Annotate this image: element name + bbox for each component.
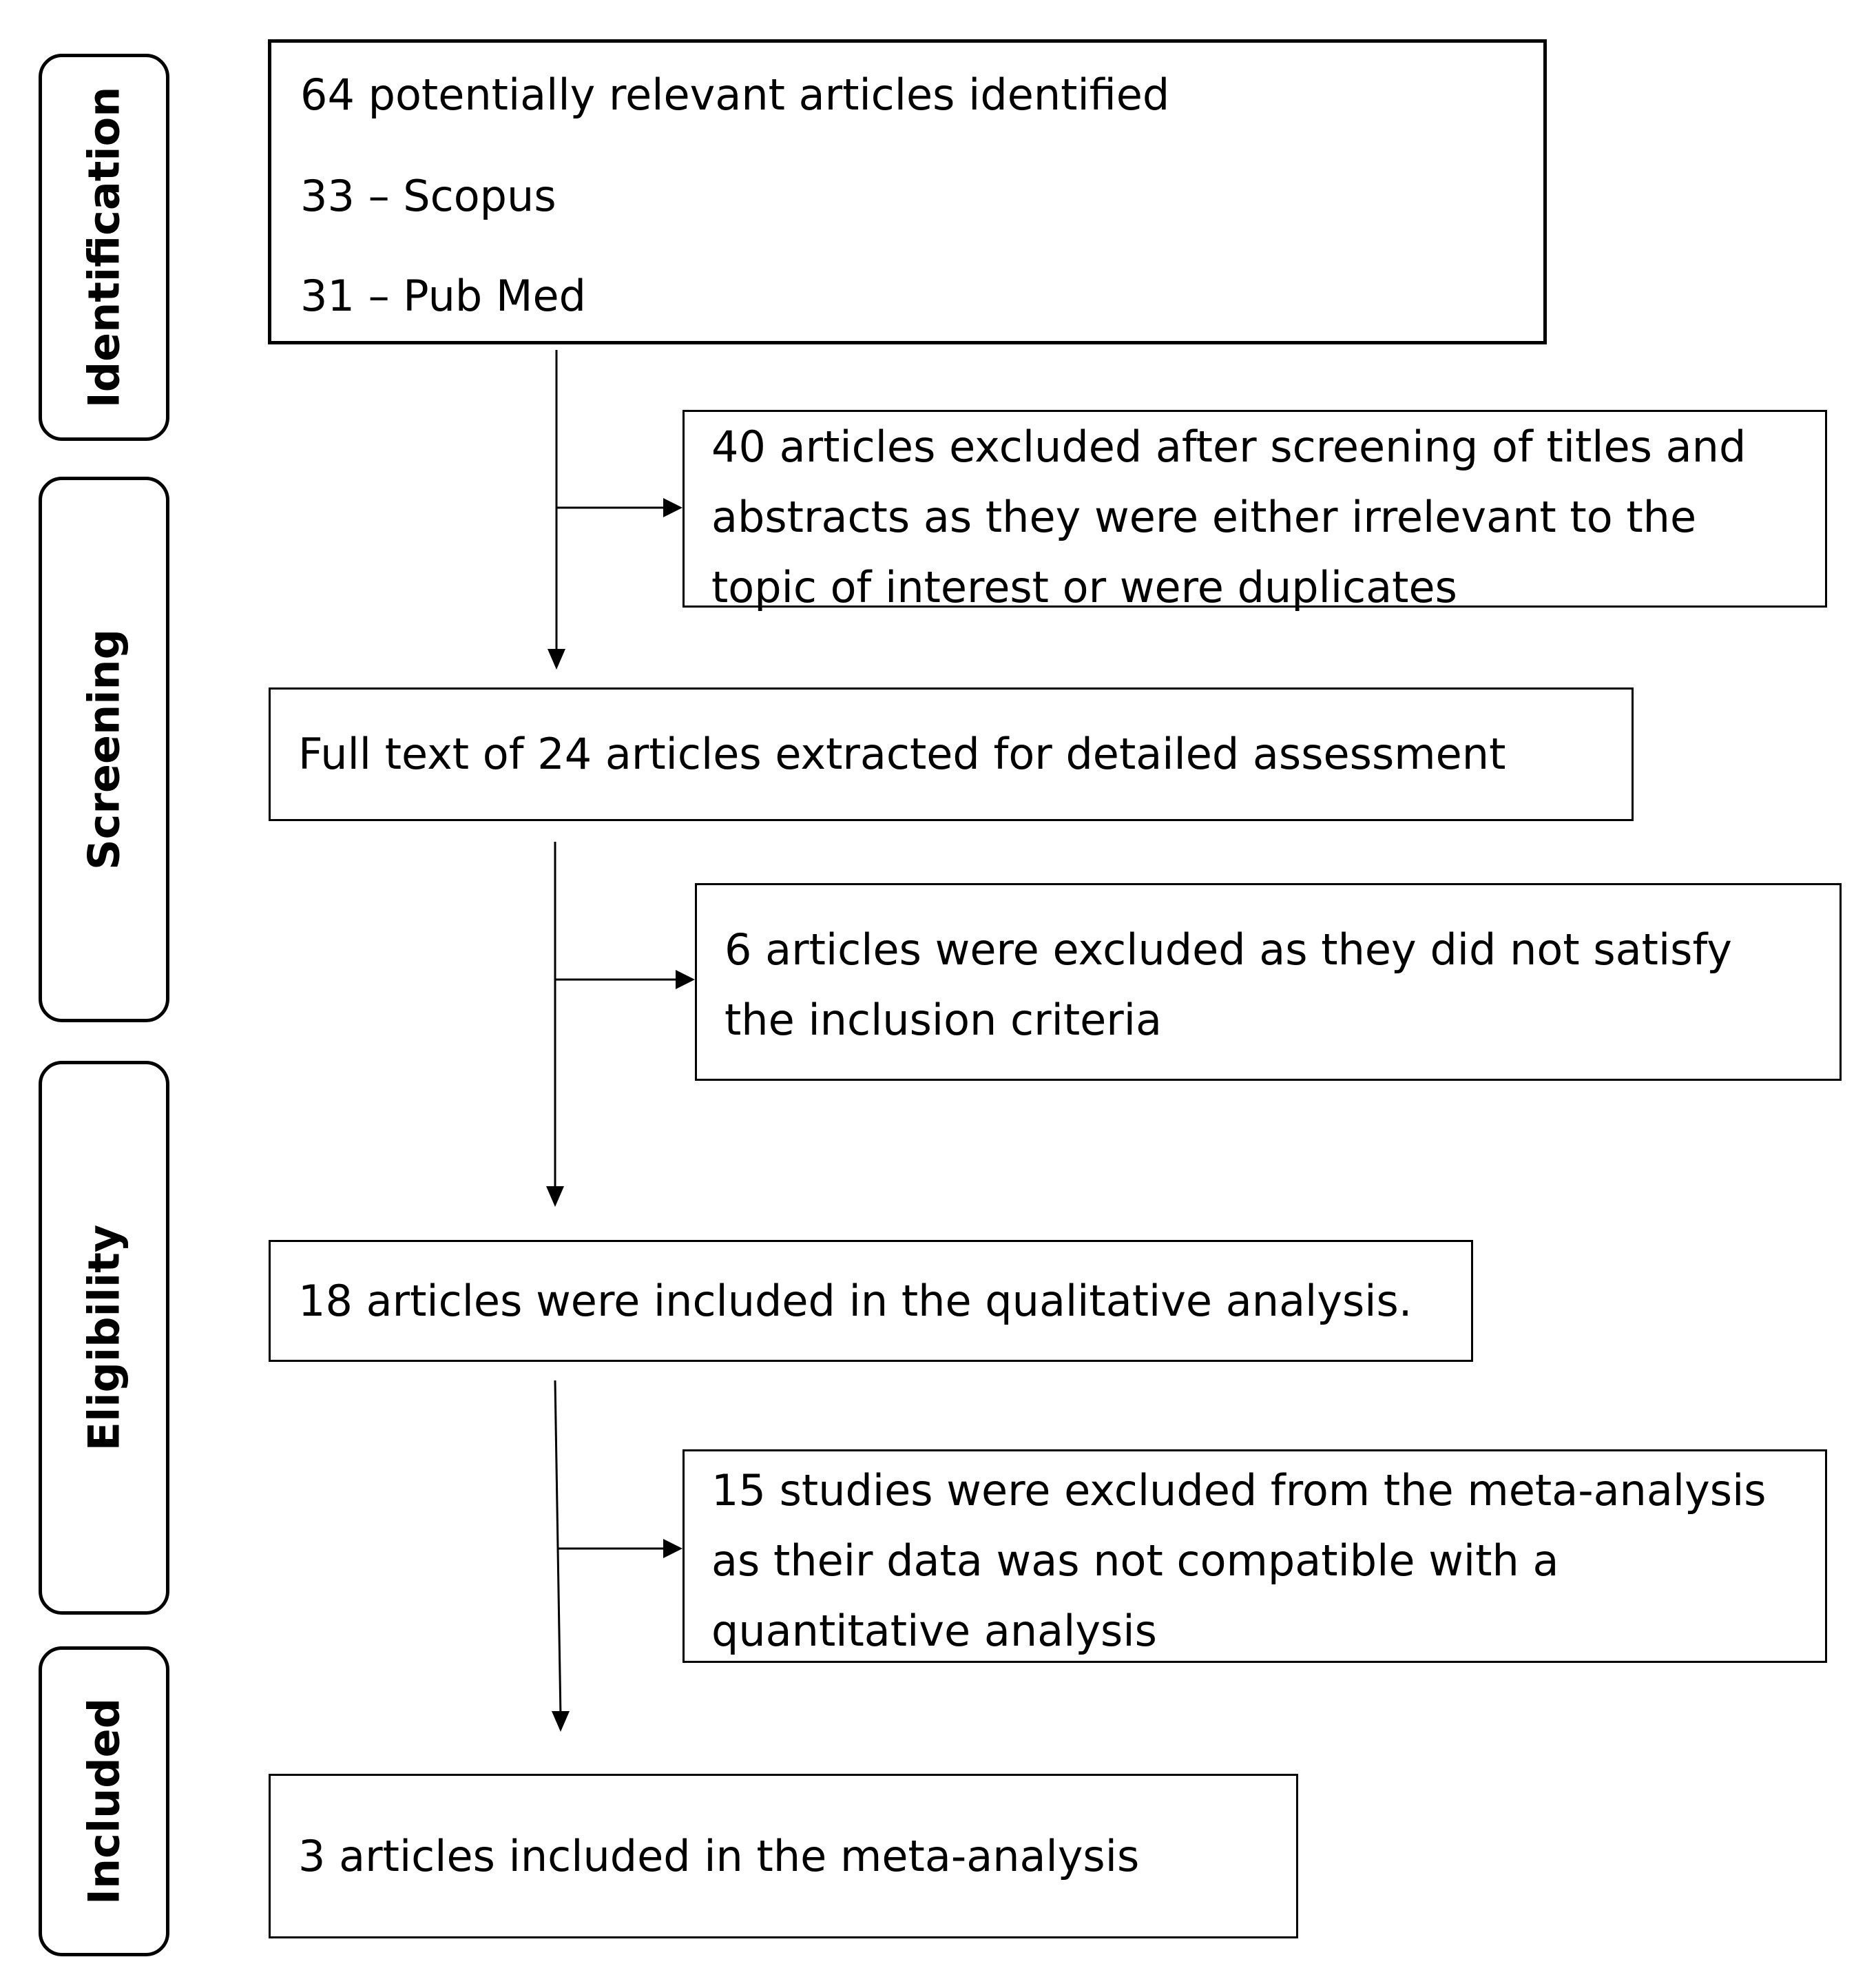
box-excluded-screening-line-3: topic of interest or were duplicates [711, 562, 1457, 612]
arrowhead-right-3 [663, 1539, 682, 1558]
box-identified-line-2: 33 – Scopus [300, 171, 556, 221]
box-excluded-eligibility-line-2: the inclusion criteria [725, 995, 1163, 1045]
phase-tab-screening: Screening [39, 477, 169, 1022]
arrowhead-right-1 [663, 498, 682, 517]
box-excluded-meta-line-1: 15 studies were excluded from the meta-a… [711, 1465, 1766, 1515]
box-qualitative: 18 articles were included in the qualita… [269, 1240, 1473, 1362]
arrowhead-down-1 [548, 649, 565, 670]
arrowhead-right-2 [676, 970, 695, 989]
arrowhead-down-2 [546, 1186, 564, 1207]
box-excluded-eligibility: 6 articles were excluded as they did not… [695, 883, 1842, 1081]
box-excluded-screening: 40 articles excluded after screening of … [682, 410, 1827, 612]
phase-tab-included: Included [39, 1646, 169, 1956]
box-excluded-screening-line-1: 40 articles excluded after screening of … [711, 422, 1747, 472]
phase-tab-identification: Identification [39, 54, 169, 441]
box-full-text: Full text of 24 articles extracted for d… [269, 687, 1634, 821]
box-excluded-meta-line-3: quantitative analysis [711, 1606, 1157, 1656]
box-identified: 64 potentially relevant articles identif… [268, 39, 1547, 344]
box-meta-analysis-line-1: 3 articles included in the meta-analysis [298, 1830, 1140, 1881]
box-qualitative-line-1: 18 articles were included in the qualita… [298, 1275, 1413, 1326]
arrowhead-down-3 [552, 1711, 570, 1732]
box-excluded-meta-line-2: as their data was not compatible with a [711, 1535, 1559, 1586]
box-excluded-eligibility-line-1: 6 articles were excluded as they did not… [725, 924, 1732, 975]
phase-tab-eligibility: Eligibility [39, 1061, 169, 1615]
box-identified-line-3: 31 – Pub Med [300, 271, 586, 321]
box-meta-analysis: 3 articles included in the meta-analysis [269, 1774, 1298, 1938]
box-full-text-line-1: Full text of 24 articles extracted for d… [298, 729, 1506, 779]
box-excluded-meta: 15 studies were excluded from the meta-a… [682, 1449, 1827, 1663]
box-excluded-screening-line-2: abstracts as they were either irrelevant… [711, 492, 1697, 542]
box-identified-line-1: 64 potentially relevant articles identif… [300, 70, 1170, 120]
